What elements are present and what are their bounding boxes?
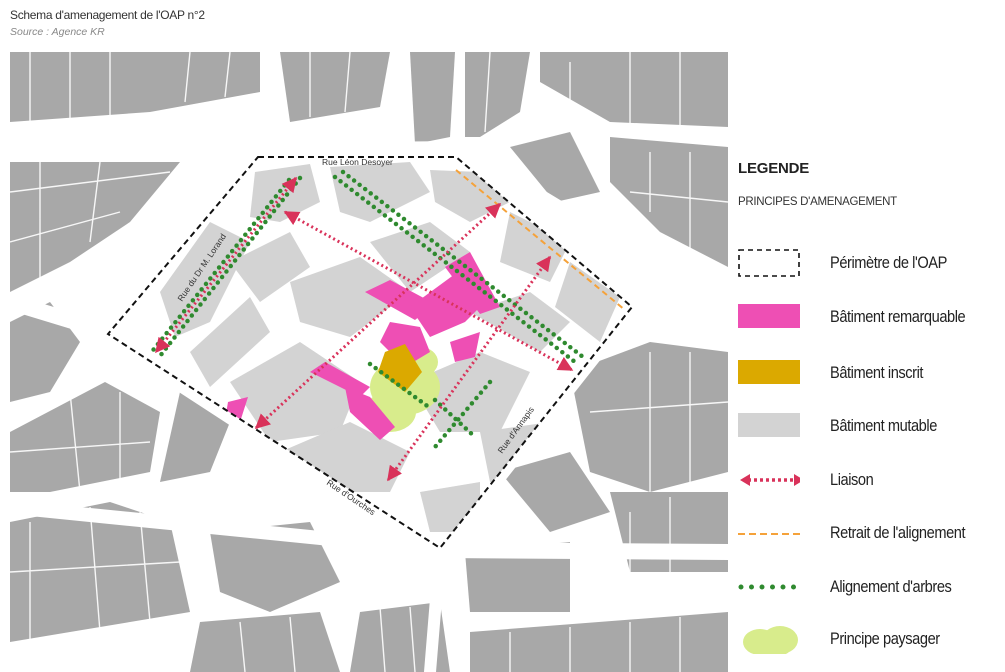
legend-item-perimetre: Périmètre de l'OAP bbox=[738, 248, 1003, 278]
legend-label: Retrait de l'alignement bbox=[830, 523, 966, 542]
legend-label: Périmètre de l'OAP bbox=[830, 253, 947, 272]
legend-item-liaison: Liaison bbox=[738, 465, 1003, 495]
legend-item-retrait: Retrait de l'alignement bbox=[738, 518, 1003, 548]
grey-swatch-icon bbox=[738, 413, 800, 437]
legend-label: Liaison bbox=[830, 470, 874, 489]
legend-subtitle: PRINCIPES D'AMENAGEMENT bbox=[738, 196, 897, 208]
legend-item-mutable: Bâtiment mutable bbox=[738, 411, 1003, 441]
map-source: Source : Agence KR bbox=[10, 26, 105, 38]
legend-label: Bâtiment inscrit bbox=[830, 363, 924, 382]
double-arrow-icon bbox=[740, 474, 800, 486]
oap-map: Rue Léon Desoyer Rue du Dr M. Lorand Rue… bbox=[10, 52, 728, 672]
street-label-leon-desoyer: Rue Léon Desoyer bbox=[322, 157, 393, 167]
magenta-swatch-icon bbox=[738, 304, 800, 328]
legend-label: Alignement d'arbres bbox=[830, 577, 952, 596]
liaison-arrows bbox=[154, 176, 574, 482]
map-title: Schema d'amenagement de l'OAP n°2 bbox=[10, 8, 205, 22]
legend: LEGENDE PRINCIPES D'AMENAGEMENT Périmètr… bbox=[738, 160, 1003, 654]
tree-dots-icon bbox=[738, 584, 800, 590]
legend-label: Bâtiment remarquable bbox=[830, 307, 966, 326]
orange-dashed-line-icon bbox=[738, 533, 800, 535]
landscape-blob-icon bbox=[743, 626, 798, 654]
legend-item-remarquable: Bâtiment remarquable bbox=[738, 302, 1003, 332]
building-outlines bbox=[10, 52, 728, 672]
dashed-rectangle-icon bbox=[738, 249, 800, 277]
legend-item-paysager: Principe paysager bbox=[738, 624, 1003, 654]
legend-title: LEGENDE bbox=[738, 160, 810, 177]
legend-item-arbres: Alignement d'arbres bbox=[738, 572, 1003, 602]
city-blocks bbox=[10, 52, 728, 672]
setback-line bbox=[455, 169, 626, 311]
legend-label: Principe paysager bbox=[830, 629, 940, 648]
legend-item-inscrit: Bâtiment inscrit bbox=[738, 358, 1003, 388]
legend-label: Bâtiment mutable bbox=[830, 416, 937, 435]
ochre-swatch-icon bbox=[738, 360, 800, 384]
